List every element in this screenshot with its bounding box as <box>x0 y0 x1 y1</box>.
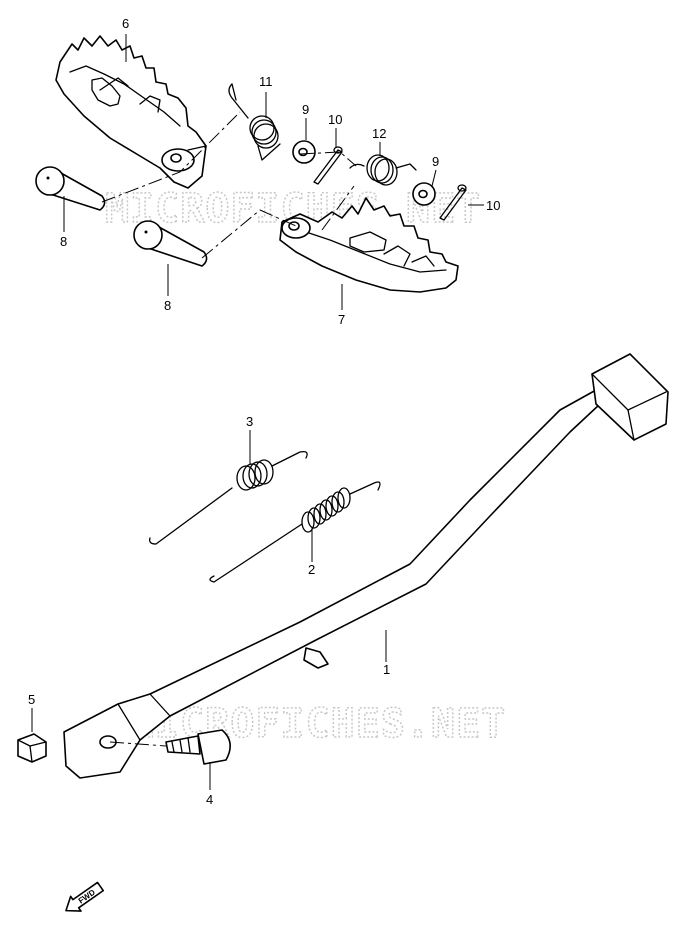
callout-1: 1 <box>383 662 390 677</box>
footrest-right <box>279 197 459 293</box>
pin-lower <box>133 220 208 267</box>
leader-9b <box>431 169 437 187</box>
nut-part-5 <box>17 733 47 763</box>
spring-part-2 <box>209 481 381 583</box>
callout-4: 4 <box>206 792 213 807</box>
footrest-left <box>55 35 207 189</box>
callout-10b: 10 <box>486 198 500 213</box>
callout-3: 3 <box>246 414 253 429</box>
spring-part-12 <box>349 154 417 186</box>
fwd-arrow-icon: FWD <box>65 881 105 912</box>
callout-10a: 10 <box>328 112 342 127</box>
side-stand <box>63 353 669 779</box>
washer-9a <box>292 140 316 164</box>
washer-9b <box>412 182 436 206</box>
callout-8a: 8 <box>60 234 67 249</box>
cotter-pin-10a <box>313 146 343 185</box>
pin-upper <box>35 166 106 211</box>
assembly-line-1 <box>101 111 241 203</box>
callout-9b: 9 <box>432 154 439 169</box>
callout-9a: 9 <box>302 102 309 117</box>
assembly-line-3 <box>299 151 357 167</box>
assembly-line-5 <box>109 741 167 747</box>
callout-5: 5 <box>28 692 35 707</box>
callout-7: 7 <box>338 312 345 327</box>
assembly-line-4 <box>321 185 355 231</box>
spring-part-11 <box>228 83 281 161</box>
callout-12: 12 <box>372 126 386 141</box>
callout-2: 2 <box>308 562 315 577</box>
bolt-part-4 <box>165 729 231 765</box>
spring-part-3 <box>148 450 308 545</box>
callout-11: 11 <box>259 74 273 89</box>
callout-6: 6 <box>122 16 129 31</box>
callout-8b: 8 <box>164 298 171 313</box>
assembly-line-2 <box>201 209 297 259</box>
cotter-pin-10b <box>439 184 467 221</box>
